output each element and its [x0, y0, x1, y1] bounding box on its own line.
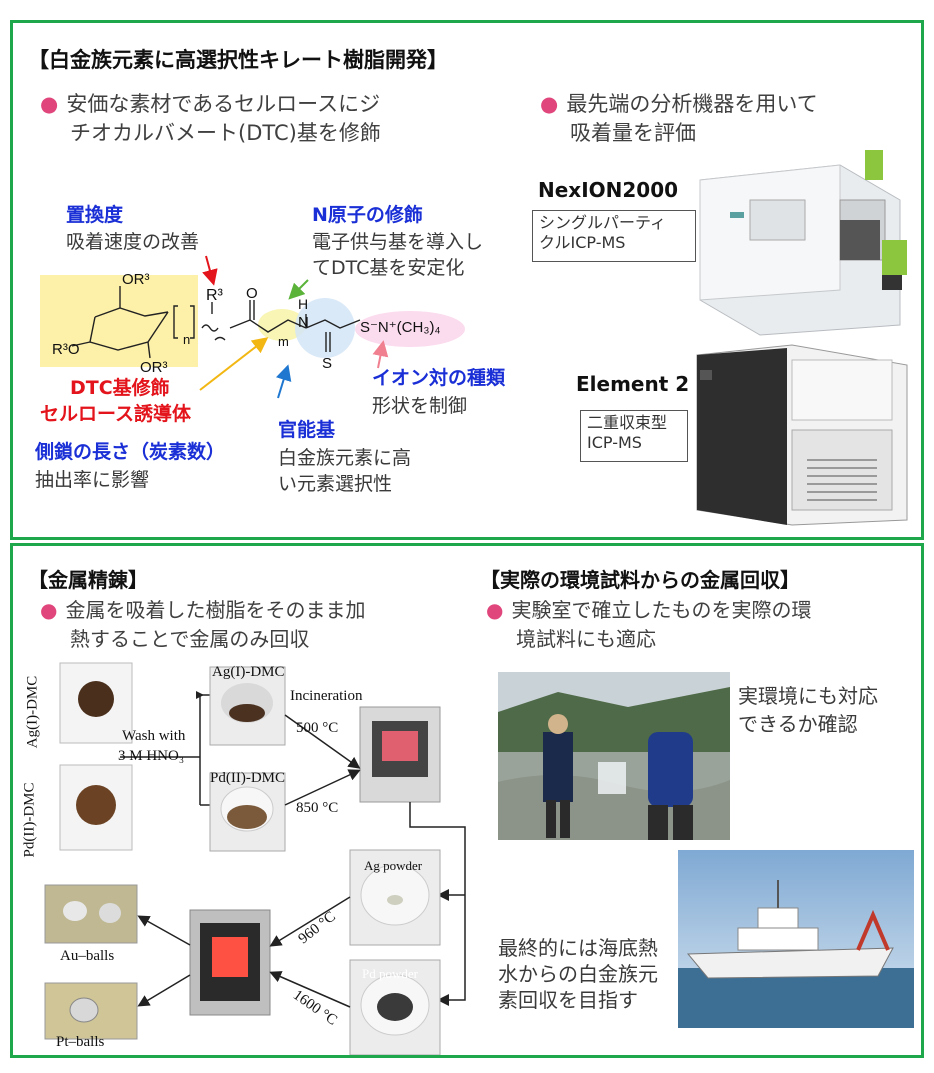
- n-atom-title: N原子の修飾: [312, 204, 423, 226]
- ion-pair-highlight: [355, 311, 465, 347]
- side-chain-highlight: [258, 309, 306, 341]
- bottom-right-bullet: ● 実験室で確立したものを実際の環 境試料にも適応: [486, 596, 811, 654]
- n-atom-arrow-icon: [288, 279, 309, 300]
- dtc-label-2: セルロース誘導体: [40, 403, 192, 425]
- pd-dmc-mid-label: Pd(II)-DMC: [210, 770, 285, 786]
- ring-bonds: [89, 307, 169, 351]
- instrument2-desc-line1: 二重収束型: [587, 413, 668, 432]
- instrument1-desc-line1: シングルパーティ: [539, 213, 667, 232]
- top-bullet-left-line1: 安価な素材であるセルロースにジ: [66, 92, 381, 116]
- r3-wavy-bonds: [201, 302, 226, 341]
- substitution-arrow-icon: [202, 255, 218, 286]
- refining-flow-diagram: [44, 662, 466, 1055]
- bullet-dot-icon: ●: [540, 92, 559, 116]
- functional-desc-1: 白金族元素に高: [278, 447, 412, 469]
- side-chain-arrow-icon: [199, 337, 269, 391]
- ship-caption-3: 素回収を目指す: [498, 988, 638, 1012]
- n-atom-desc-1: 電子供与基を導入し: [312, 231, 484, 253]
- wash-with-label: Wash with: [122, 728, 186, 744]
- field-caption-2: できるか確認: [738, 712, 858, 736]
- field-caption-1: 実環境にも対応: [738, 684, 878, 708]
- chem-s-salt: S⁻N⁺(CH₃)₄: [360, 319, 441, 336]
- ship-caption-2: 水からの白金族元: [498, 962, 658, 986]
- instrument1-desc-line2: クルICP-MS: [539, 233, 626, 252]
- bottom-right-title: 【実際の環境試料からの金属回収】: [480, 568, 800, 592]
- bottom-left-bullet-line1: 金属を吸着した樹脂をそのまま加: [65, 598, 366, 622]
- chem-h: H: [298, 296, 308, 312]
- bottom-right-bullet-line2: 境試料にも適応: [516, 627, 656, 651]
- ship-caption-1: 最終的には海底熱: [498, 936, 658, 960]
- chem-r3: R³: [206, 287, 224, 304]
- bullet-dot-icon: ●: [40, 92, 59, 116]
- temp-500-label: 500 °C: [296, 720, 339, 736]
- au-balls-image: [44, 884, 138, 944]
- chain-bonds: [229, 300, 307, 333]
- functional-title: 官能基: [278, 419, 336, 441]
- annotation-arrows: [199, 255, 389, 399]
- thiocarbamate-bonds: [305, 314, 361, 352]
- ag-dmc-top-label: Ag(I)-DMC: [212, 664, 285, 680]
- ag-dmc-side-label: Ag(I)-DMC: [24, 675, 41, 749]
- top-bullet-right: ● 最先端の分析機器を用いて 吸着量を評価: [540, 90, 818, 148]
- functional-arrow-icon: [276, 364, 292, 399]
- bottom-panel: [10, 543, 924, 1058]
- temp-850-label: 850 °C: [296, 800, 339, 816]
- chem-or3-bottom: OR³: [140, 359, 168, 376]
- chem-r3o: R³O: [52, 341, 80, 358]
- bottom-left-title: 【金属精錬】: [28, 568, 148, 592]
- functional-desc-2: い元素選択性: [278, 473, 393, 495]
- substitution-desc: 吸着速度の改善: [66, 231, 200, 253]
- chem-m: m: [278, 334, 289, 349]
- top-title: 【白金族元素に高選択性キレート樹脂開発】: [28, 48, 448, 72]
- dtc-group-highlight: [295, 298, 355, 358]
- chem-s-double: S: [322, 355, 332, 372]
- chem-or3-top: OR³: [122, 271, 150, 288]
- pd-dmc-side-label: Pd(II)-DMC: [21, 782, 38, 858]
- dtc-label-1: DTC基修飾: [70, 377, 170, 399]
- cellulose-highlight: [40, 275, 198, 367]
- bottom-right-bullet-line1: 実験室で確立したものを実際の環: [511, 598, 812, 622]
- chem-n: n: [183, 332, 190, 347]
- ag-powder-label: Ag powder: [364, 858, 423, 873]
- ion-pair-desc: 形状を制御: [372, 395, 468, 417]
- nexion-instrument-image: [699, 150, 907, 336]
- chemical-structure: OR³ R³O OR³ n R³ O H N m S S⁻N⁺(CH₃)₄: [40, 271, 465, 376]
- hno3-label: 3 M HNO₃: [118, 748, 185, 764]
- substitution-title: 置換度: [66, 204, 124, 226]
- side-chain-title: 側鎖の長さ（炭素数）: [35, 441, 226, 463]
- bottom-left-bullet-line2: 熱することで金属のみ回収: [70, 627, 310, 651]
- pd-powder-label: Pd powder: [362, 966, 418, 981]
- instrument1-desc: シングルパーティ クルICP-MS: [532, 210, 696, 262]
- top-bullet-right-line2: 吸着量を評価: [570, 121, 696, 145]
- instrument2-desc: 二重収束型 ICP-MS: [580, 410, 688, 462]
- top-bullet-left-line2: チオカルバメート(DTC)基を修飾: [70, 121, 381, 145]
- field-sampling-photo: [498, 672, 730, 840]
- au-balls-label: Au–balls: [60, 948, 115, 964]
- research-ship-photo: [678, 850, 914, 1028]
- chem-nitrogen: N: [298, 314, 309, 331]
- chem-o: O: [246, 285, 258, 302]
- ion-pair-title: イオン対の種類: [372, 367, 506, 389]
- ring-substituent-bonds: [71, 286, 151, 359]
- bullet-dot-icon: ●: [40, 598, 58, 622]
- element2-instrument-image: [696, 344, 908, 526]
- top-bullet-right-line1: 最先端の分析機器を用いて: [566, 92, 818, 116]
- instrument1-name: NexION2000: [538, 178, 679, 202]
- ion-pair-arrow-icon: [372, 340, 389, 369]
- polymer-bracket: [173, 305, 195, 339]
- side-chain-desc: 抽出率に影響: [35, 469, 150, 491]
- bottom-left-bullet: ● 金属を吸着した樹脂をそのまま加 熱することで金属のみ回収: [40, 596, 365, 654]
- instrument2-name: Element 2: [576, 372, 690, 396]
- pt-balls-label: Pt–balls: [56, 1034, 105, 1050]
- incineration-label: Incineration: [290, 688, 363, 704]
- instrument2-desc-line2: ICP-MS: [587, 433, 642, 452]
- top-bullet-left: ● 安価な素材であるセルロースにジ チオカルバメート(DTC)基を修飾: [40, 90, 381, 148]
- n-atom-desc-2: てDTC基を安定化: [312, 257, 465, 279]
- bullet-dot-icon: ●: [486, 598, 504, 622]
